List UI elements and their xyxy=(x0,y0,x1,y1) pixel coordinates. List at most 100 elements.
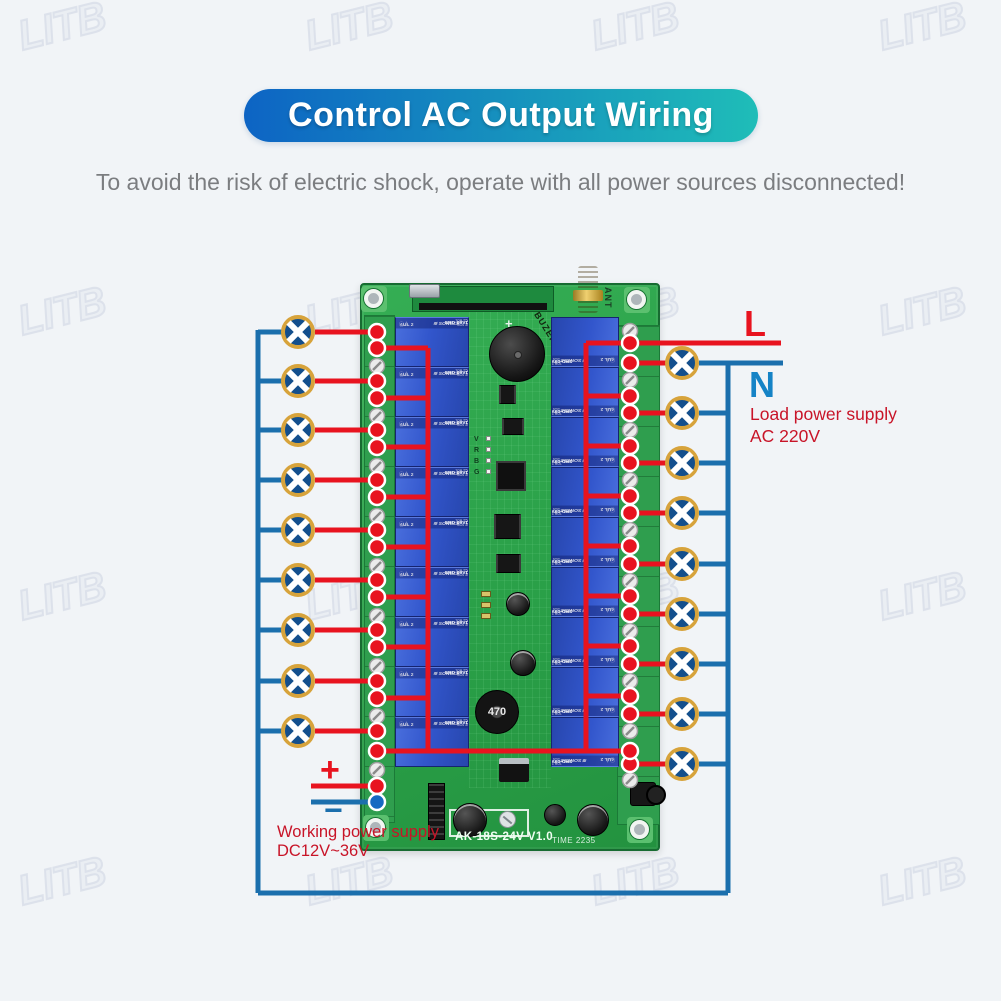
load-lamp-icon xyxy=(281,364,315,398)
screw-terminal-icon xyxy=(368,507,386,525)
screw-terminal-icon xyxy=(621,371,639,389)
screw-terminal-icon xyxy=(368,407,386,425)
terminal-dot xyxy=(620,503,640,523)
terminal-dot xyxy=(620,654,640,674)
capacitor xyxy=(544,804,566,826)
terminal-dot xyxy=(620,436,640,456)
load-lamp-icon xyxy=(281,664,315,698)
led-icon xyxy=(486,458,491,463)
led-label: G xyxy=(474,469,480,476)
screw-terminal-icon xyxy=(621,722,639,740)
screw-terminal-icon xyxy=(621,521,639,539)
working-power-line1: Working power supply xyxy=(277,823,440,841)
working-power-label: Working power supply DC12V~36V xyxy=(277,823,439,861)
terminal-dot xyxy=(367,470,387,490)
title-banner: Control AC Output Wiring xyxy=(244,89,758,142)
terminal-dot xyxy=(367,688,387,708)
trim-screw-icon xyxy=(499,811,516,828)
terminal-dot xyxy=(367,741,387,761)
load-lamp-icon xyxy=(281,463,315,497)
screw-terminal-icon xyxy=(368,557,386,575)
terminal-dot xyxy=(620,554,640,574)
led-label: V xyxy=(474,436,479,443)
load-lamp-icon xyxy=(281,513,315,547)
dc-plus-label: + xyxy=(320,751,340,789)
mounting-hole-icon xyxy=(627,290,646,309)
screw-terminal-icon xyxy=(368,657,386,675)
led-icon xyxy=(486,447,491,452)
page-title: Control AC Output Wiring xyxy=(288,96,714,134)
antenna-connector-icon xyxy=(578,266,598,313)
terminal-dot xyxy=(620,333,640,353)
board-model-silkscreen: AK-18S-24V V1.0 xyxy=(455,831,554,843)
safety-warning-text: To avoid the risk of electric shock, ope… xyxy=(95,169,906,195)
terminal-dot xyxy=(367,322,387,342)
terminal-dot xyxy=(367,637,387,657)
dc-minus-label: − xyxy=(324,792,343,828)
capacitor xyxy=(506,592,530,616)
terminal-dot xyxy=(620,353,640,373)
load-lamp-icon xyxy=(665,597,699,631)
terminal-dot xyxy=(367,587,387,607)
usb-port xyxy=(409,284,440,298)
terminal-dot xyxy=(620,403,640,423)
terminal-dot xyxy=(367,338,387,358)
load-lamp-icon xyxy=(281,613,315,647)
terminal-dot xyxy=(620,604,640,624)
silkscreen-box xyxy=(449,809,529,837)
mounting-hole-icon xyxy=(366,818,385,837)
antenna-label: ANT xyxy=(603,287,613,309)
terminal-dot xyxy=(367,388,387,408)
load-lamp-icon xyxy=(665,647,699,681)
load-lamp-icon xyxy=(281,563,315,597)
terminal-dot xyxy=(367,570,387,590)
load-lamp-icon xyxy=(665,346,699,380)
terminal-dot xyxy=(620,704,640,724)
resistor xyxy=(481,591,491,597)
audio-jack-barrel xyxy=(646,785,666,805)
screw-terminal-icon xyxy=(621,471,639,489)
terminal-dot xyxy=(620,486,640,506)
load-lamp-icon xyxy=(665,446,699,480)
neutral-line-label: N xyxy=(749,364,775,405)
screw-terminal-icon xyxy=(368,761,386,779)
voltage-regulator xyxy=(499,758,529,782)
electrolytic-capacitor xyxy=(453,803,487,837)
terminal-dot xyxy=(367,437,387,457)
live-wires xyxy=(311,329,781,789)
terminal-dot xyxy=(620,453,640,473)
terminal-dot xyxy=(620,586,640,606)
pin-header xyxy=(428,783,445,840)
antenna-nut xyxy=(573,290,603,301)
terminal-dot xyxy=(367,371,387,391)
inductor-toroid: 470 xyxy=(475,690,519,734)
screw-terminal-icon xyxy=(368,607,386,625)
load-power-line2: AC 220V xyxy=(750,426,821,446)
load-lamp-icon xyxy=(281,714,315,748)
terminal-dot xyxy=(620,686,640,706)
screw-terminal-icon xyxy=(621,421,639,439)
buzzer-polarity-mark: + xyxy=(505,316,513,331)
ic-chip xyxy=(502,418,524,435)
neutral-wires xyxy=(255,329,783,896)
led-icon xyxy=(486,469,491,474)
terminal-dot xyxy=(620,536,640,556)
ic-chip xyxy=(494,514,521,539)
terminal-dot xyxy=(620,741,640,761)
led-label: R xyxy=(474,447,480,454)
mounting-hole-icon xyxy=(364,289,383,308)
mounting-hole-icon xyxy=(630,820,649,839)
capacitor xyxy=(510,650,536,676)
screw-terminal-icon xyxy=(621,672,639,690)
